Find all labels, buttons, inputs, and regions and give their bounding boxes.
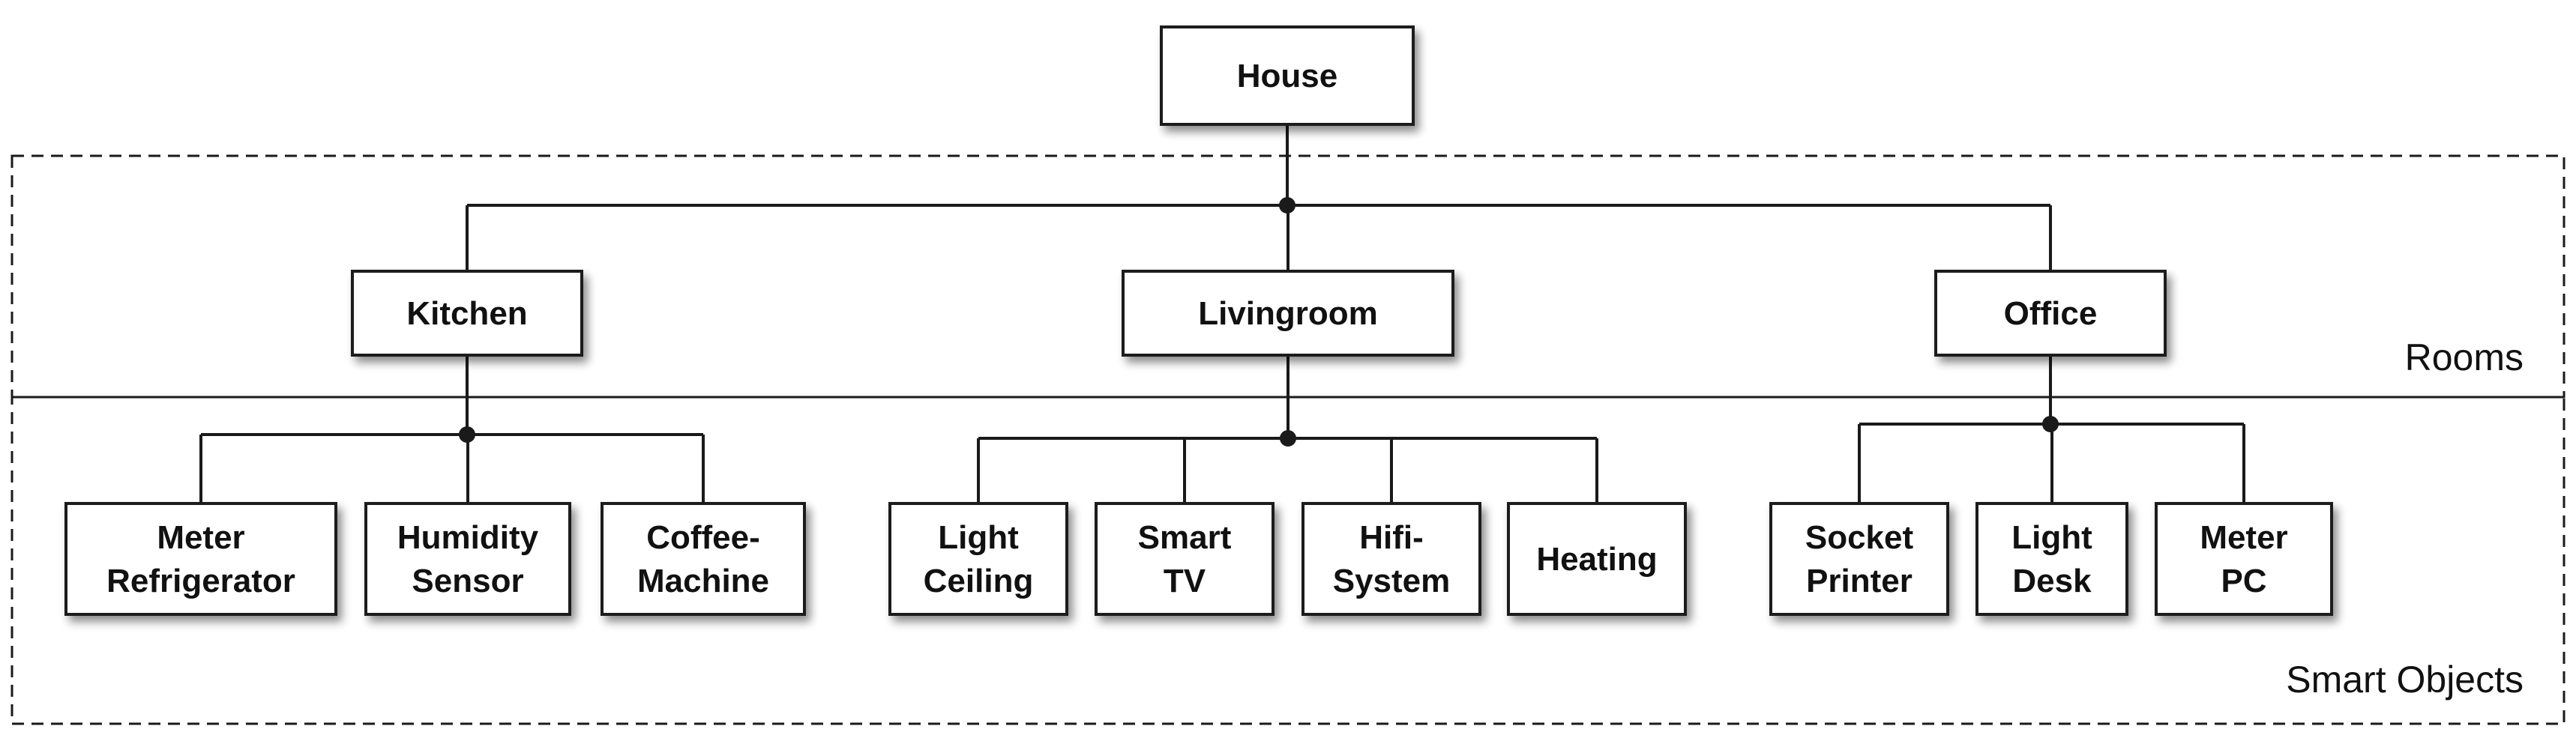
node-light-ceiling-label-0: Light xyxy=(938,519,1019,556)
node-light-desk-label-1: Desk xyxy=(2012,563,2092,599)
connector-livingroom xyxy=(977,355,1598,503)
node-humidity-sensor-box xyxy=(364,502,571,616)
node-heating-box xyxy=(1507,502,1687,616)
node-light-ceiling-label-1: Ceiling xyxy=(924,563,1034,599)
node-meter-refrigerator-label-0: Meter xyxy=(157,519,244,556)
node-meter-pc-label-1: PC xyxy=(2221,563,2266,599)
region-smart-objects-label: Smart Objects xyxy=(2286,659,2524,701)
connector-kitchen xyxy=(199,355,705,503)
node-smart-tv-label-0: Smart xyxy=(1138,519,1232,556)
edges-layer xyxy=(199,124,2245,503)
node-livingroom-label-0: Livingroom xyxy=(1198,295,1378,332)
node-light-desk-box xyxy=(1975,502,2128,616)
node-office-label-0: Office xyxy=(2004,295,2098,332)
node-coffee-machine-label-0: Coffee- xyxy=(646,519,760,556)
node-hifi-system-box xyxy=(1301,502,1481,616)
node-livingroom: Livingroom xyxy=(1122,270,1454,357)
junction-dot xyxy=(1279,197,1295,214)
node-socket-printer-label-1: Printer xyxy=(1806,563,1913,599)
node-office: Office xyxy=(1934,270,2167,357)
node-house-box xyxy=(1160,25,1415,126)
junction-dot xyxy=(1280,430,1296,447)
junction-dot xyxy=(459,426,475,443)
node-light-desk-label-0: Light xyxy=(2011,519,2092,556)
node-coffee-machine: Coffee- Machine xyxy=(601,502,806,616)
node-house-label-0: House xyxy=(1237,58,1337,94)
node-socket-printer-box xyxy=(1769,502,1949,616)
node-humidity-sensor-label-1: Sensor xyxy=(412,563,523,599)
node-meter-refrigerator-label-1: Refrigerator xyxy=(106,563,295,599)
node-socket-printer-label-0: Socket xyxy=(1805,519,1914,556)
node-office-box xyxy=(1934,270,2167,357)
node-livingroom-box xyxy=(1122,270,1454,357)
node-hifi-system-label-0: Hifi- xyxy=(1359,519,1424,556)
node-kitchen: Kitchen xyxy=(351,270,583,357)
node-smart-tv-label-1: TV xyxy=(1164,563,1206,599)
region-rooms-label: Rooms xyxy=(2405,336,2524,378)
node-meter-pc-box xyxy=(2155,502,2333,616)
junction-dot xyxy=(2042,416,2059,432)
node-meter-refrigerator-box xyxy=(64,502,337,616)
node-heating: Heating xyxy=(1507,502,1687,616)
node-heating-label-0: Heating xyxy=(1536,541,1657,578)
node-coffee-machine-label-1: Machine xyxy=(637,563,769,599)
connector-office xyxy=(1858,355,2245,503)
node-hifi-system-label-1: System xyxy=(1333,563,1451,599)
node-hifi-system: Hifi- System xyxy=(1301,502,1481,616)
node-smart-tv-box xyxy=(1095,502,1275,616)
connector-house xyxy=(466,124,2052,271)
node-coffee-machine-box xyxy=(601,502,806,616)
node-house: House xyxy=(1160,25,1415,126)
node-kitchen-box xyxy=(351,270,583,357)
node-kitchen-label-0: Kitchen xyxy=(406,295,527,332)
node-light-ceiling-box xyxy=(888,502,1068,616)
node-humidity-sensor-label-0: Humidity xyxy=(397,519,539,556)
node-meter-pc-label-0: Meter xyxy=(2200,519,2287,556)
